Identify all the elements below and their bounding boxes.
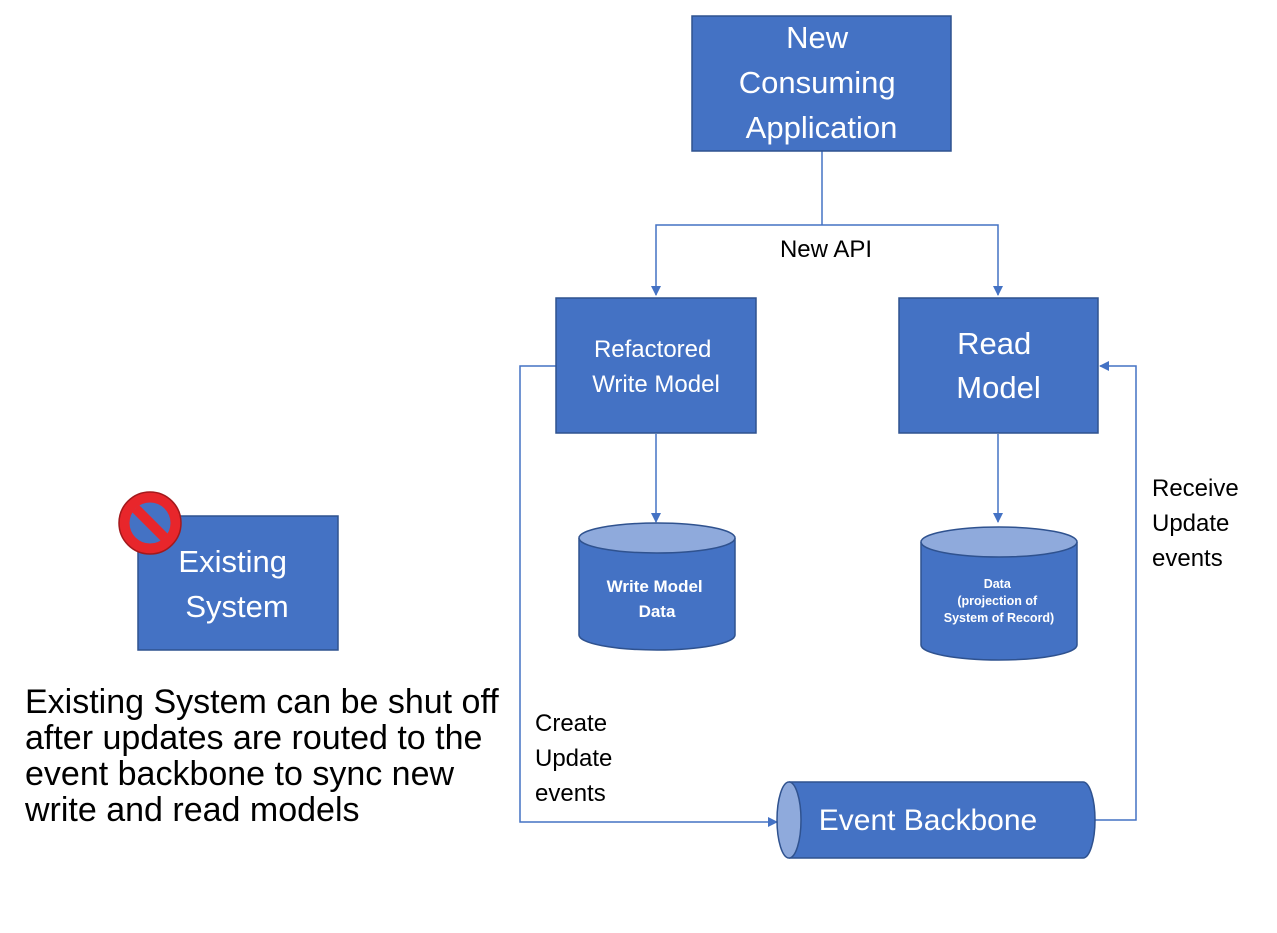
- consumer-app-line: Consuming: [739, 65, 896, 100]
- shutoff-note: Existing System can be shut off after up…: [25, 683, 499, 829]
- existing-system-line: System: [185, 589, 288, 624]
- svg-text:Existing System: Existing System: [178, 544, 295, 624]
- consumer-app-line: Application: [746, 110, 898, 145]
- consumer-app-node: New Consuming Application: [691, 15, 952, 152]
- read-model-line: Model: [956, 370, 1040, 405]
- new-api-label: New API: [780, 236, 872, 263]
- read-data-line: (projection of: [957, 594, 1038, 608]
- write-model-node: Refactored Write Model: [555, 297, 757, 434]
- receive-update-events-label: Receive Update events: [1152, 475, 1245, 572]
- create-events-line: Update: [535, 745, 612, 772]
- event-backbone-label: Event Backbone: [819, 804, 1037, 837]
- connector-api-to-read-model: [822, 224, 1003, 296]
- write-model-line: Refactored: [594, 336, 711, 363]
- prohibited-icon: [118, 491, 182, 555]
- consumer-app-line: New: [786, 20, 849, 55]
- read-model-node: Read Model: [898, 297, 1099, 434]
- receive-events-line: Receive: [1152, 475, 1239, 502]
- svg-text:Data (projection of: Data (projection of System of Record): [944, 577, 1054, 625]
- receive-events-line: Update: [1152, 510, 1229, 537]
- write-model-database: Write Model Data: [578, 522, 736, 651]
- connector-write-model-to-backbone: [519, 365, 778, 827]
- backbone-end-cap: [776, 781, 802, 859]
- read-model-line: Read: [957, 326, 1031, 361]
- create-update-events-label: Create Update events: [535, 710, 619, 807]
- svg-text:New Consuming Appl: New Consuming Application: [739, 20, 904, 145]
- database-top: [920, 526, 1078, 558]
- receive-events-line: events: [1152, 545, 1223, 572]
- create-events-line: Create: [535, 710, 607, 737]
- write-model-line: Write Model: [592, 371, 720, 398]
- svg-text:Read Model: Read Model: [956, 326, 1040, 405]
- connector-backbone-to-read-model: [1094, 361, 1137, 821]
- svg-text:Write Model Data: Write Model Data: [607, 577, 708, 621]
- svg-text:Refactored Write Model: Refactored Write Model: [592, 336, 720, 398]
- database-top: [578, 522, 736, 554]
- connectors: [519, 151, 1137, 827]
- existing-system-line: Existing: [178, 544, 287, 579]
- write-data-line: Write Model: [607, 577, 703, 596]
- create-events-line: events: [535, 780, 606, 807]
- read-data-line: Data: [984, 577, 1012, 591]
- read-model-database: Data (projection of System of Record): [920, 526, 1078, 661]
- write-data-line: Data: [639, 602, 676, 621]
- read-data-line: System of Record): [944, 611, 1054, 625]
- connector-api-to-write-model: [651, 224, 822, 296]
- event-backbone-node: Event Backbone: [776, 781, 1096, 859]
